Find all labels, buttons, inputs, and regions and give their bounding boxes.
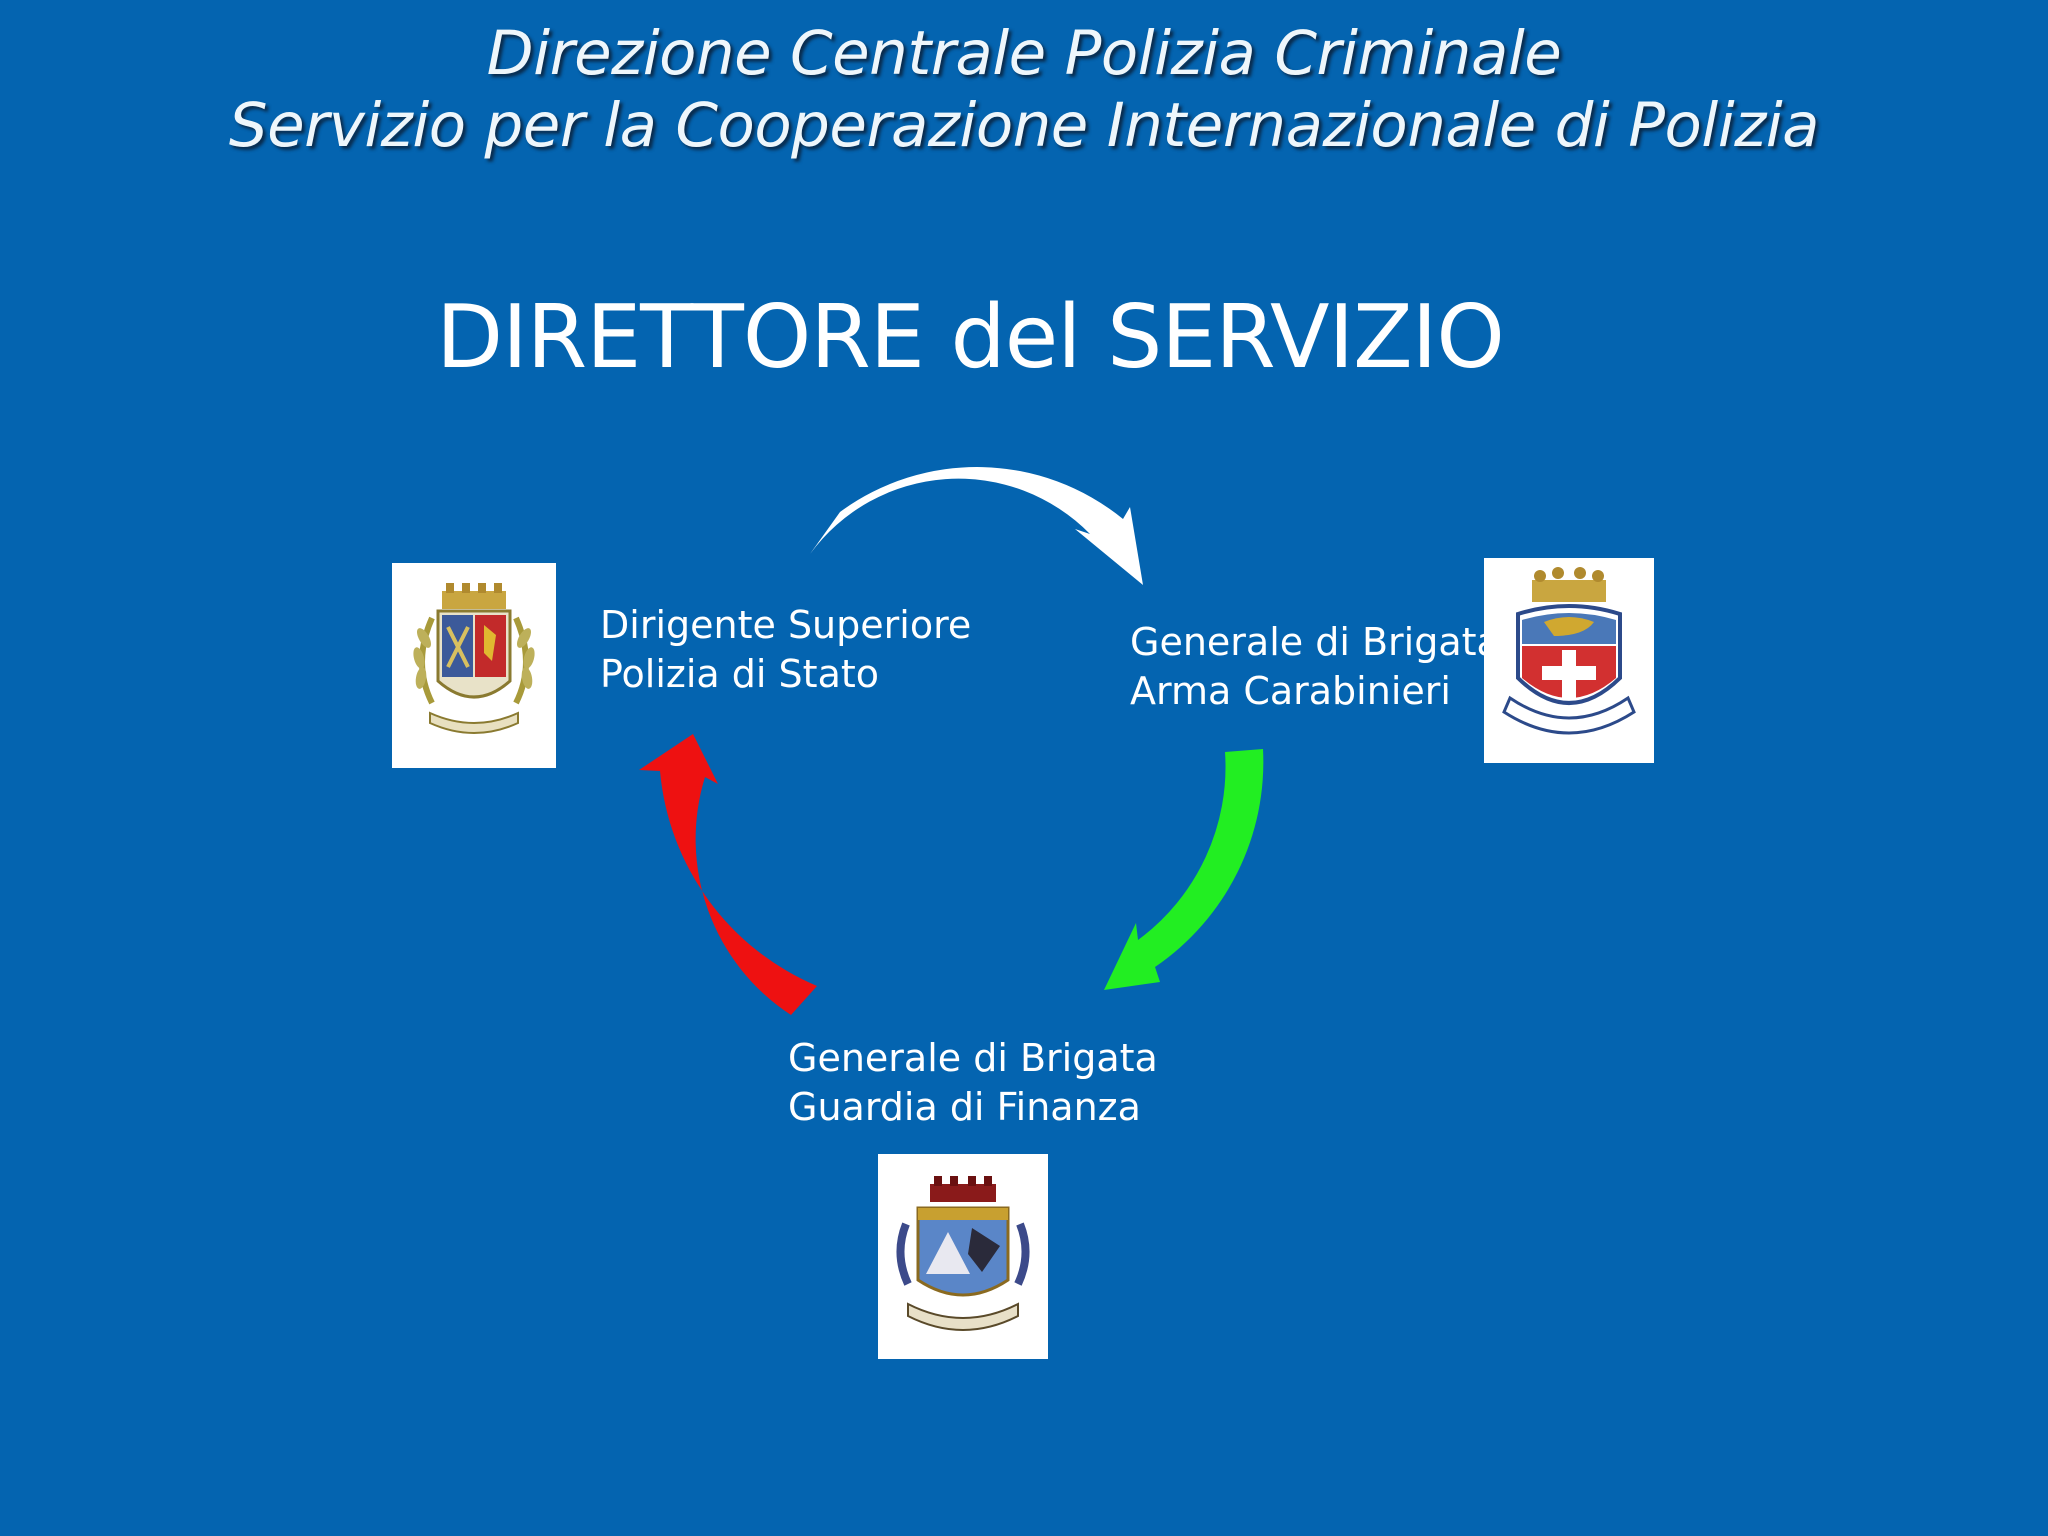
polizia-di-stato-crest-icon	[392, 563, 556, 768]
node-carabinieri-label: Generale di Brigata Arma Carabinieri	[1130, 618, 1500, 716]
node-finanza-label: Generale di Brigata Guardia di Finanza	[788, 1034, 1158, 1132]
node-carabinieri-line1: Generale di Brigata	[1130, 620, 1500, 664]
header-line-2: Servizio per la Cooperazione Internazion…	[228, 90, 1820, 161]
node-polizia-line2: Polizia di Stato	[600, 652, 880, 696]
node-carabinieri-line2: Arma Carabinieri	[1130, 669, 1451, 713]
arrow-polizia-to-carabinieri	[810, 466, 1143, 585]
node-polizia-line1: Dirigente Superiore	[600, 603, 972, 647]
guardia-di-finanza-crest-icon	[878, 1154, 1048, 1359]
arrow-carabinieri-to-finanza	[1104, 749, 1264, 990]
arrow-finanza-to-polizia	[639, 734, 817, 1015]
node-polizia-label: Dirigente Superiore Polizia di Stato	[600, 601, 971, 699]
slide-title: DIRETTORE del SERVIZIO	[436, 286, 1505, 388]
node-finanza-line2: Guardia di Finanza	[788, 1085, 1141, 1129]
header-line-1: Direzione Centrale Polizia Criminale	[486, 18, 1562, 89]
carabinieri-crest-icon	[1484, 558, 1654, 763]
node-finanza-line1: Generale di Brigata	[788, 1036, 1158, 1080]
